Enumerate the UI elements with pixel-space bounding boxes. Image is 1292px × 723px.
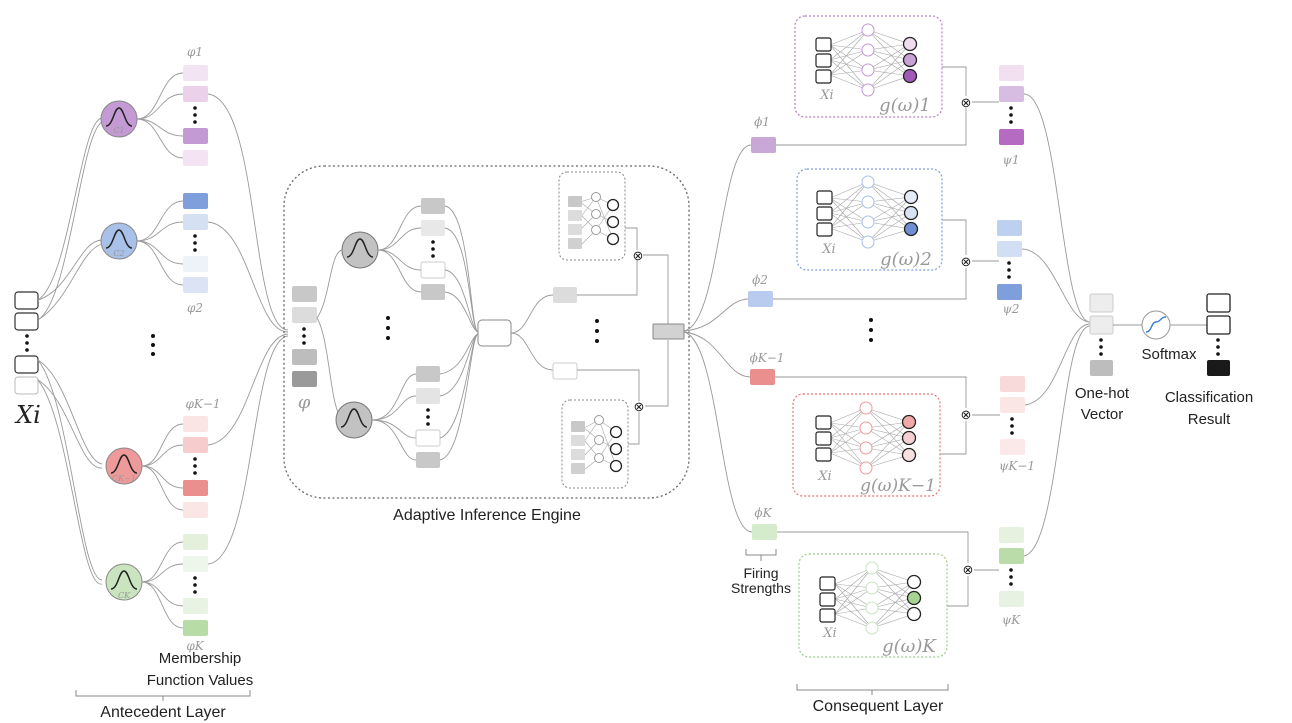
engine-mini-net-1 — [558, 171, 626, 261]
softmax-node — [1141, 310, 1171, 340]
consequent-net-input-2: Xi — [821, 242, 835, 257]
engine-branch-wires — [510, 294, 554, 371]
engine-membership-ellipsis — [386, 316, 390, 340]
consequent-net-label-k-1: g(ω)K−1 — [860, 476, 936, 496]
classification-result-vector — [1206, 293, 1231, 376]
value-label-1: φ1 — [187, 45, 203, 59]
engine-fan-wires — [371, 205, 422, 461]
firing-label-k-1: ϕK−1 — [750, 351, 785, 365]
engine-to-firing-wires — [683, 144, 753, 533]
firing-label-k: ϕK — [754, 506, 772, 520]
consequent-net-k — [798, 553, 948, 658]
consequent-output-2 — [997, 220, 1022, 300]
consequent-net-label-2: g(ω)2 — [880, 249, 932, 270]
consequent-net-label-1: g(ω)1 — [879, 95, 931, 116]
consequent-output-k-1 — [1000, 376, 1025, 455]
engine-strength-ellipsis — [595, 319, 599, 343]
consequent-output-label-k-1: ψK−1 — [999, 459, 1035, 473]
consequent-output-label-k: ψK — [1002, 613, 1021, 627]
engine-values-2 — [415, 366, 441, 468]
consequent-output-1 — [999, 65, 1024, 145]
consequent-multiply-k: ⊗ — [963, 562, 974, 577]
engine-membership-2 — [335, 401, 373, 439]
membership-label-k-1: CK−1 — [112, 474, 136, 483]
input-symbol: Xi — [14, 401, 41, 429]
consequent-to-onehot-wires — [1021, 93, 1091, 557]
engine-multiply-2: ⊗ — [634, 399, 645, 414]
firing-bracket — [745, 549, 777, 561]
consequent-ellipsis — [869, 318, 873, 342]
membership-values-k-1 — [183, 416, 208, 518]
engine-strength-2 — [552, 362, 578, 380]
membership-values-1 — [183, 65, 208, 166]
onehot-vector — [1089, 293, 1114, 376]
membership-function-k: CK — [105, 563, 143, 601]
consequent-net-1 — [794, 15, 943, 118]
membership-values-k — [183, 534, 208, 636]
engine-label: Adaptive Inference Engine — [393, 507, 581, 524]
softmax-label: Softmax — [1141, 346, 1197, 363]
input-vector — [14, 291, 39, 395]
consequent-net-label-k: g(ω)K — [882, 636, 937, 657]
onehot-label-line1: One-hot — [1075, 385, 1130, 402]
membership-label-k: CK — [118, 591, 131, 600]
engine-membership-1 — [341, 231, 379, 269]
consequent-bracket — [796, 684, 949, 695]
consequent-net-input-1: Xi — [819, 88, 833, 103]
value-label-2: φ2 — [187, 301, 203, 315]
membership-function-2: C2 — [100, 222, 138, 260]
membership-values-2 — [183, 193, 208, 293]
engine-converge-wires — [439, 205, 479, 461]
consequent-net-k-1 — [792, 393, 941, 497]
membership-function-1: C1 — [100, 100, 138, 138]
engine-values-1 — [420, 198, 446, 300]
result-label-line2: Result — [1188, 411, 1231, 428]
consequent-net-2 — [796, 168, 943, 271]
engine-strength-1 — [553, 287, 577, 303]
consequent-net-input-k-1: Xi — [817, 469, 831, 484]
value-label-k: φK — [186, 639, 204, 653]
firing-label-1: ϕ1 — [754, 115, 770, 129]
consequent-output-label-2: ψ2 — [1002, 302, 1019, 316]
antecedent-layer-label: Antecedent Layer — [100, 704, 226, 721]
firing-strength-k — [752, 524, 777, 540]
consequent-layer-label: Consequent Layer — [813, 698, 944, 715]
membership-ellipsis — [151, 334, 155, 356]
result-label-line1: Classification — [1165, 389, 1253, 406]
engine-aggregator-node — [477, 319, 512, 347]
consequent-output-k — [999, 527, 1024, 607]
membership-caption-line1: Membership — [159, 650, 242, 667]
firing-label-2: ϕ2 — [752, 273, 768, 287]
engine-wires-left — [316, 249, 343, 419]
antecedent-bracket — [75, 690, 251, 701]
antecedent-to-engine-wires — [207, 93, 289, 565]
membership-label-1: C1 — [113, 126, 124, 135]
membership-caption-line2: Function Values — [147, 672, 253, 689]
engine-product-wires — [577, 227, 669, 445]
engine-input-symbol: φ — [298, 392, 311, 413]
membership-fan-wires — [136, 72, 184, 629]
membership-function-k-1: CK−1 — [105, 447, 143, 485]
firing-strength-2 — [748, 291, 773, 307]
engine-input-vector — [292, 286, 317, 387]
input-wires — [37, 117, 103, 585]
consequent-multiply-k-1: ⊗ — [961, 407, 972, 422]
value-label-k-1: φK−1 — [185, 397, 220, 411]
consequent-output-label-1: ψ1 — [1002, 153, 1019, 167]
engine-mini-net-2 — [561, 399, 629, 489]
consequent-net-input-k: Xi — [822, 626, 836, 641]
onehot-label-line2: Vector — [1081, 406, 1124, 423]
consequent-product-wires — [773, 66, 1000, 607]
engine-multiply-1: ⊗ — [633, 248, 644, 263]
firing-strength-k-1 — [750, 369, 775, 385]
consequent-multiply-2: ⊗ — [961, 254, 972, 269]
engine-output-node — [652, 323, 685, 340]
firing-strength-1 — [751, 137, 776, 153]
firing-caption-line1: Firing — [743, 565, 778, 581]
engine-container — [283, 165, 690, 499]
membership-label-2: C2 — [113, 249, 124, 258]
consequent-multiply-1: ⊗ — [961, 95, 972, 110]
firing-caption-line2: Strengths — [731, 580, 791, 596]
